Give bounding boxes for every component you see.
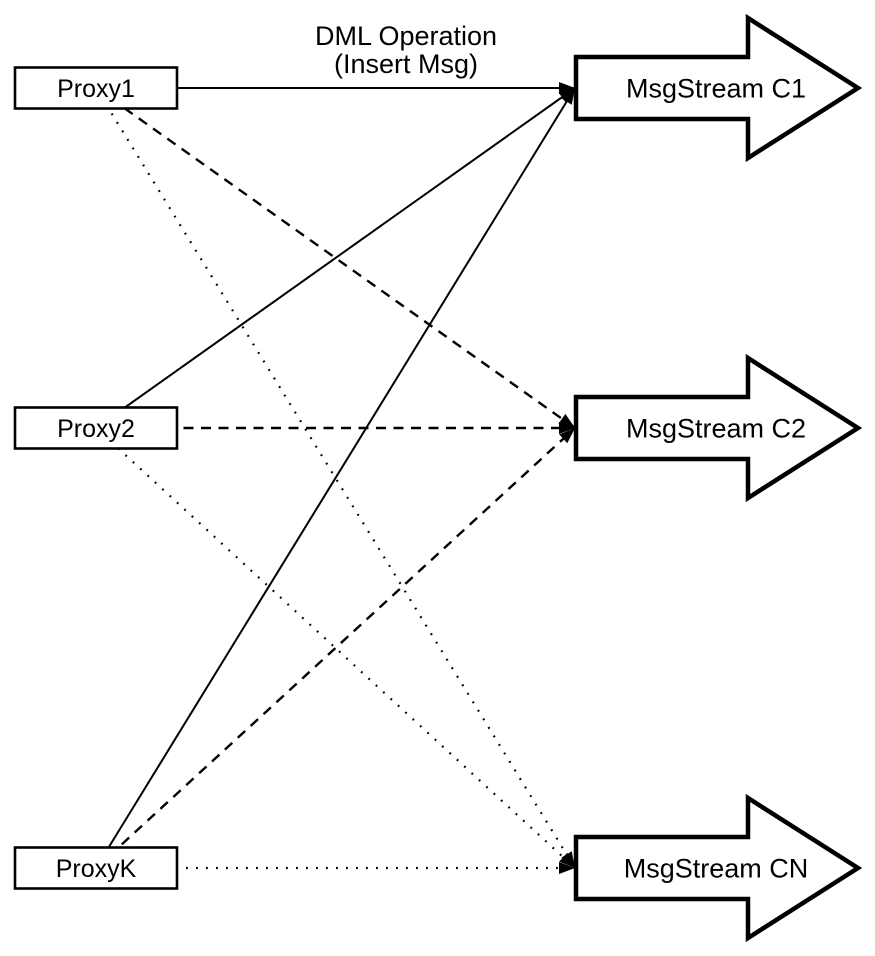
proxy-label-proxy1: Proxy1 <box>57 75 135 103</box>
msgstream-node-c1: MsgStream C1 <box>573 13 863 163</box>
edge-proxyk-to-c1-solid <box>95 87 576 869</box>
edge-proxyk-to-c2-dashed <box>95 427 576 869</box>
msgstream-node-c2: MsgStream C2 <box>573 353 863 503</box>
dml-operation-annotation: DML Operation(Insert Msg) <box>315 21 497 79</box>
stream-label-c2: MsgStream C2 <box>626 414 806 444</box>
edge-proxy2-to-c1-solid <box>95 87 576 429</box>
block-arrow-shape-cn <box>573 793 863 943</box>
proxy-box-proxy2 <box>13 406 179 450</box>
proxy-node-proxy2: Proxy2 <box>13 406 179 450</box>
block-arrow-shape-c2 <box>573 353 863 503</box>
msgstream-node-cn: MsgStream CN <box>573 793 863 943</box>
proxy-label-proxyk: ProxyK <box>56 855 137 883</box>
block-arrow-shape-c1 <box>573 13 863 163</box>
stream-label-c1: MsgStream C1 <box>626 74 806 104</box>
proxy-node-proxy1: Proxy1 <box>13 66 179 110</box>
msgstream-nodes: MsgStream C1 MsgStream C2 MsgStream CN <box>573 13 863 943</box>
proxy-label-proxy2: Proxy2 <box>57 415 135 443</box>
dml-annotation-line2: (Insert Msg) <box>334 49 478 79</box>
edges <box>95 82 576 874</box>
stream-label-cn: MsgStream CN <box>624 854 809 884</box>
edge-proxy2-to-cn-dotted <box>95 427 576 869</box>
proxy-box-proxy1 <box>13 66 179 110</box>
dml-annotation-line1: DML Operation <box>315 21 497 51</box>
proxy-node-proxyk: ProxyK <box>13 846 179 890</box>
proxy-box-proxyk <box>13 846 179 890</box>
